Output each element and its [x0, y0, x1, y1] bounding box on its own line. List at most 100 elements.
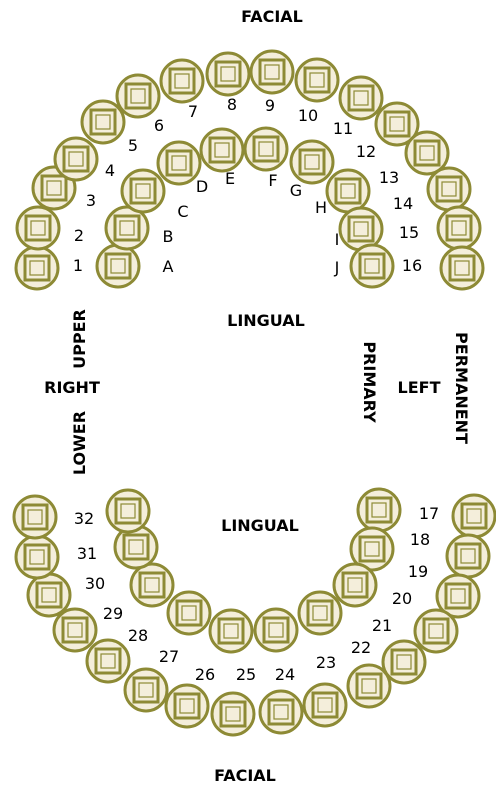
tooth-C-surface	[129, 177, 157, 205]
tooth-19-occlusal	[450, 588, 466, 604]
tooth-11[interactable]	[338, 75, 384, 121]
tooth-15-occlusal	[451, 220, 467, 236]
tooth-4[interactable]	[53, 136, 99, 182]
tooth-8-surface	[214, 60, 242, 88]
tooth-21[interactable]	[381, 639, 427, 685]
tooth-8-outline	[205, 51, 251, 97]
tooth-I-surface	[347, 215, 375, 243]
tooth-5[interactable]	[80, 99, 126, 145]
tooth-31-surface	[23, 543, 51, 571]
tooth-2-outline	[15, 205, 61, 251]
tooth-B-surface	[113, 214, 141, 242]
tooth-E[interactable]	[199, 127, 245, 173]
tooth-28[interactable]	[85, 638, 131, 684]
tooth-lower-primary-5-outline	[253, 607, 299, 653]
tooth-20[interactable]	[413, 608, 459, 654]
tooth-letter-D: D	[196, 177, 208, 196]
tooth-29[interactable]	[52, 607, 98, 653]
tooth-14-occlusal	[441, 181, 457, 197]
tooth-25-outline	[210, 691, 256, 737]
tooth-6[interactable]	[115, 73, 161, 119]
tooth-31[interactable]	[14, 534, 60, 580]
tooth-17[interactable]	[451, 493, 496, 539]
tooth-lower-primary-6-outline	[208, 608, 254, 654]
tooth-lower-primary-9-surface	[122, 533, 150, 561]
tooth-12[interactable]	[374, 101, 420, 147]
tooth-lower-primary-4-surface	[306, 599, 334, 627]
tooth-2[interactable]	[15, 205, 61, 251]
tooth-lower-primary-9[interactable]	[113, 524, 159, 570]
tooth-lower-primary-6[interactable]	[208, 608, 254, 654]
tooth-lower-primary-2[interactable]	[349, 526, 395, 572]
tooth-number-23: 23	[316, 653, 336, 672]
tooth-16[interactable]	[439, 245, 485, 291]
tooth-B[interactable]	[104, 205, 150, 251]
tooth-26[interactable]	[164, 683, 210, 729]
tooth-lower-primary-10[interactable]	[105, 488, 151, 534]
tooth-24[interactable]	[258, 689, 304, 735]
tooth-D[interactable]	[156, 140, 202, 186]
tooth-22[interactable]	[346, 663, 392, 709]
tooth-A[interactable]	[95, 243, 141, 289]
tooth-24-occlusal	[273, 704, 289, 720]
tooth-number-6: 6	[154, 116, 164, 135]
tooth-lower-primary-4[interactable]	[297, 590, 343, 636]
tooth-B-occlusal	[119, 220, 135, 236]
tooth-32[interactable]	[12, 494, 58, 540]
tooth-lower-primary-8-outline	[129, 562, 175, 608]
tooth-23[interactable]	[302, 682, 348, 728]
tooth-27[interactable]	[123, 667, 169, 713]
tooth-number-25: 25	[236, 665, 256, 684]
tooth-11-surface	[347, 84, 375, 112]
tooth-number-20: 20	[392, 589, 412, 608]
tooth-lower-primary-8[interactable]	[129, 562, 175, 608]
tooth-13[interactable]	[404, 130, 450, 176]
tooth-7[interactable]	[159, 58, 205, 104]
tooth-30[interactable]	[26, 572, 72, 618]
tooth-10[interactable]	[294, 57, 340, 103]
tooth-A-surface	[104, 252, 132, 280]
tooth-D-occlusal	[171, 155, 187, 171]
tooth-F-surface	[252, 135, 280, 163]
tooth-21-occlusal	[396, 654, 412, 670]
tooth-1-occlusal	[29, 260, 45, 276]
tooth-letter-J: J	[334, 258, 340, 277]
tooth-lower-primary-6-occlusal	[223, 623, 239, 639]
tooth-number-18: 18	[410, 530, 430, 549]
tooth-15[interactable]	[436, 205, 482, 251]
tooth-7-surface	[168, 67, 196, 95]
tooth-19[interactable]	[435, 573, 481, 619]
tooth-G[interactable]	[289, 139, 335, 185]
tooth-number-8: 8	[227, 95, 237, 114]
tooth-11-occlusal	[353, 90, 369, 106]
tooth-C[interactable]	[120, 168, 166, 214]
tooth-11-outline	[338, 75, 384, 121]
tooth-9[interactable]	[249, 49, 295, 95]
tooth-J[interactable]	[349, 243, 395, 289]
tooth-24-surface	[267, 698, 295, 726]
tooth-1[interactable]	[14, 245, 60, 291]
tooth-lower-primary-5[interactable]	[253, 607, 299, 653]
tooth-lower-primary-6-surface	[217, 617, 245, 645]
tooth-H[interactable]	[325, 168, 371, 214]
tooth-lower-primary-3-surface	[341, 571, 369, 599]
tooth-lower-primary-1[interactable]	[356, 487, 402, 533]
tooth-I[interactable]	[338, 206, 384, 252]
tooth-lower-primary-1-occlusal	[371, 502, 387, 518]
tooth-lower-primary-4-occlusal	[312, 605, 328, 621]
tooth-8[interactable]	[205, 51, 251, 97]
tooth-lower-primary-7[interactable]	[166, 590, 212, 636]
tooth-lower-primary-7-outline	[166, 590, 212, 636]
tooth-14[interactable]	[426, 166, 472, 212]
tooth-number-16: 16	[402, 256, 422, 275]
tooth-25[interactable]	[210, 691, 256, 737]
tooth-lower-primary-5-occlusal	[268, 622, 284, 638]
tooth-F[interactable]	[243, 126, 289, 172]
tooth-lower-primary-3[interactable]	[332, 562, 378, 608]
tooth-17-occlusal	[466, 508, 482, 524]
tooth-16-occlusal	[454, 260, 470, 276]
tooth-18-outline	[445, 533, 491, 579]
tooth-25-occlusal	[225, 706, 241, 722]
tooth-18[interactable]	[445, 533, 491, 579]
